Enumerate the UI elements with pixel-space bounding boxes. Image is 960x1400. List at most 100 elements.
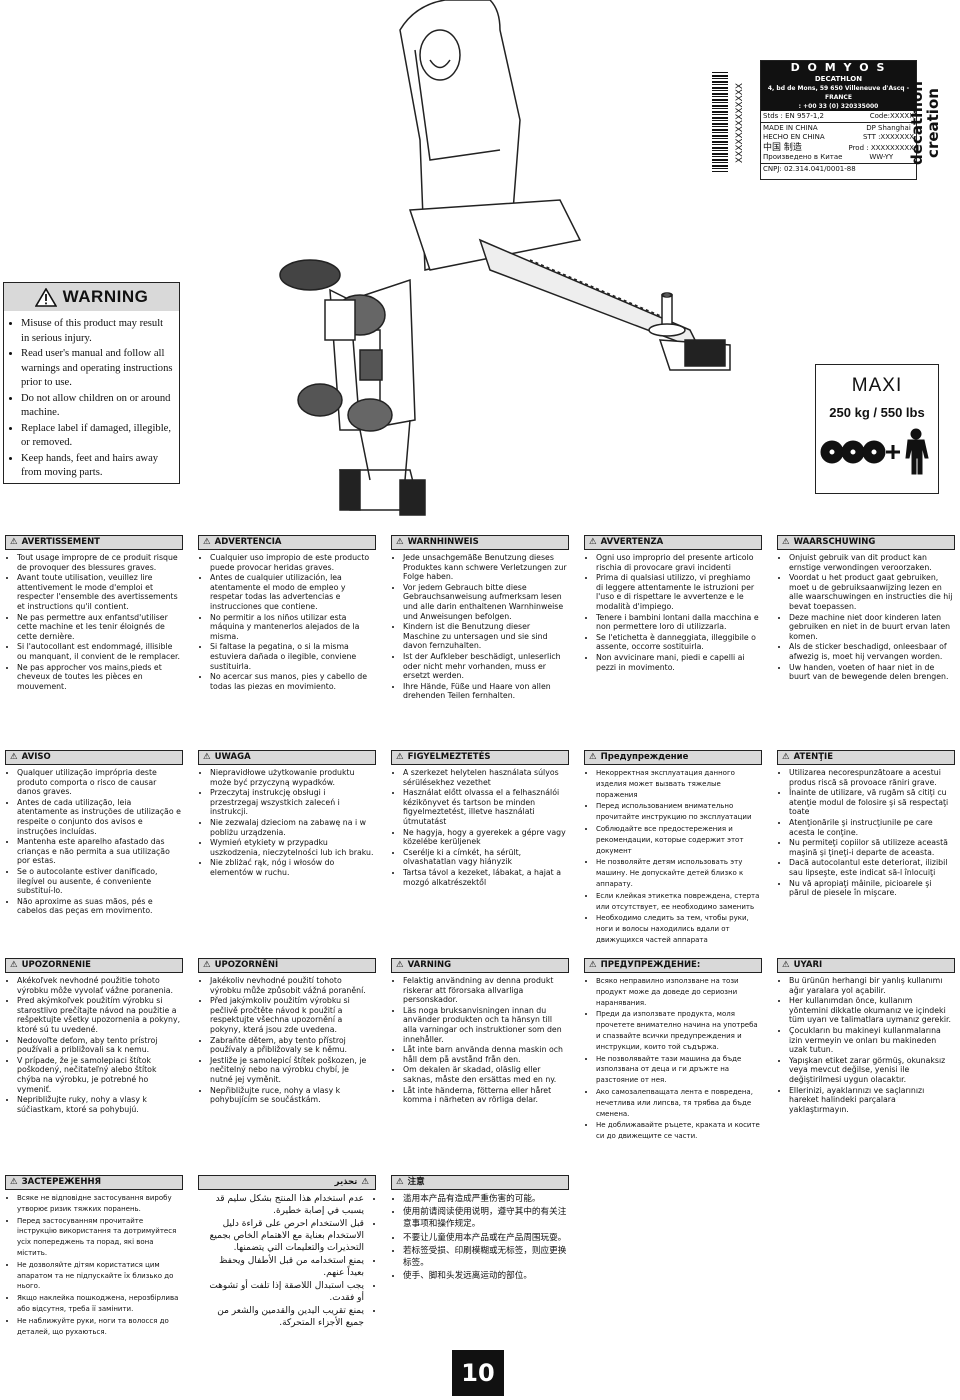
list-item: Onjuist gebruik van dit product kan erns… [789,553,953,572]
section-sk: ⚠UPOZORNENIE Akékoľvek nevhodné použitie… [5,958,183,1115]
list-item: Pred akýmkoľvek použitím výrobku si star… [17,996,181,1034]
list-item: V prípade, že je samolepiaci štítok pošk… [17,1056,181,1094]
section-ro: ⚠ATENŢIE Utilizarea necorespunzătoare a … [777,750,955,899]
warning-triangle-icon: ⚠ [589,960,597,971]
warning-triangle-icon: ⚠ [782,959,790,970]
list-item: Qualquer utilização imprópria deste prod… [17,768,181,797]
section-list: Onjuist gebruik van dit product kan erns… [777,553,955,682]
list-item: Låt inte händerna, fötterna eller håret … [403,1086,567,1105]
warning-triangle-icon: ⚠ [203,536,211,547]
list-item: Si l'autocollant est endommagé, illisibl… [17,642,181,661]
section-title: WARNHINWEIS [407,536,479,547]
list-item: Misuse of this product may result in ser… [21,317,173,346]
list-item: Vor jedem Gebrauch bitte diese Gebrauchs… [403,583,567,621]
list-item: Не наближуйте руки, ноги та волосся до д… [17,1316,181,1338]
section-list: 滥用本产品有造成严重伤害的可能。 使用前请阅读使用说明，遵守其中的有关注意事项和… [391,1193,569,1282]
section-list: Всяке не відповідне застосування виробу … [5,1193,183,1337]
list-item: Om dekalen är skadad, oläslig eller sakn… [403,1065,567,1084]
section-ru: ⚠Предупреждение Некорректная эксплуатаци… [584,750,762,947]
section-pt: ⚠AVISO Qualquer utilização imprópria des… [5,750,183,917]
list-item: Prima di qualsiasi utilizzo, vi preghiam… [596,573,760,611]
section-header: ⚠AVVERTENZA [584,535,762,550]
list-item: Ne pas permettre aux enfantsd'utiliser c… [17,613,181,642]
list-item: Läs noga bruksanvisningen innan du använ… [403,1006,567,1044]
section-header: ⚠UWAGA [198,750,376,765]
list-item: Çocukların bu makineyi kullanmalarına iz… [789,1026,953,1055]
section-list: Всяко неправилно използване на този прод… [584,976,762,1142]
section-header: ⚠VARNING [391,958,569,973]
list-item: Keep hands, feet and hairs away from mov… [21,452,173,481]
section-list: A szerkezet helytelen használata súlyos … [391,768,569,887]
decathlon-logo: decathlon creation [905,72,945,172]
section-title: 注意 [407,1176,425,1187]
section-header: ⚠ADVERTENCIA [198,535,376,550]
list-item: No acercar sus manos, pies y cabello de … [210,672,374,691]
list-item: Låt inte barn använda denna maskin och h… [403,1045,567,1064]
list-item: Akékoľvek nevhodné použitie tohoto výrob… [17,976,181,995]
list-item: Do not allow children on or around machi… [21,392,173,421]
list-item: Преди да използвате продукта, моля проче… [596,1009,760,1052]
section-list: Felaktig användning av denna produkt ris… [391,976,569,1105]
warning-main-title: WARNING [62,287,149,306]
list-item: Yapışkan etiket zarar görmüş, okunaksız … [789,1056,953,1085]
page-number: 10 [452,1350,504,1396]
section-it: ⚠AVVERTENZA Ogni uso improprio del prese… [584,535,762,673]
section-title: ЗАСТЕРЕЖЕННЯ [21,1177,102,1188]
section-header: ⚠UPOZORNENIE [5,958,183,973]
section-list: Tout usage impropre de ce produit risque… [5,553,183,691]
section-list: Ogni uso improprio del presente articolo… [584,553,762,672]
list-item: Nedovoľte deťom, aby tento prístroj použ… [17,1036,181,1055]
list-item: Якщо наклейка пошкоджена, нерозбірлива а… [17,1293,181,1315]
label-company: DECATHLON [761,75,916,84]
section-header: تحذير⚠ [198,1175,376,1190]
list-item: Не позволяйте детям использовать эту маш… [596,857,760,889]
section-header: ⚠注意 [391,1175,569,1190]
product-label: D O M Y O S DECATHLON 4, bd de Mons, 59 … [760,60,917,180]
list-item: Ne hagyja, hogy a gyerekek a gépre vagy … [403,828,567,847]
label-ww: WW-YY [869,153,894,161]
list-item: Bu ürünün herhangi bir yanlış kullanımı … [789,976,953,995]
section-hu: ⚠FIGYELMEZTETÉS A szerkezet helytelen ha… [391,750,569,888]
label-code: Code:XXXXX [869,112,914,120]
list-item: Ne pas approcher vos mains,pieds et chev… [17,663,181,692]
list-item: Niepravidłowe użytkowanie produktu może … [210,768,374,787]
bench-illustration [279,0,731,516]
weights-person-icon [820,428,929,475]
list-item: Перед застосуванням прочитайте інструкці… [17,1216,181,1259]
warning-triangle-icon: ⚠ [589,536,597,547]
section-title: ATENŢIE [793,751,834,762]
list-item: Всяке не відповідне застосування виробу … [17,1193,181,1215]
section-list: Jakékoliv nevhodné použití tohoto výrobk… [198,976,376,1105]
section-header: ⚠ПРЕДУПРЕЖДЕНИЕ: [584,958,762,973]
list-item: A szerkezet helytelen használata súlyos … [403,768,567,787]
warning-triangle-icon: ⚠ [782,751,790,762]
list-item: Antes de cualquier utilización, lea aten… [210,573,374,611]
section-list: Niepravidłowe użytkowanie produktu może … [198,768,376,878]
list-item: Dacă autocolantul este deteriorat, ilizi… [789,858,953,877]
list-item: Avant toute utilisation, veuillez lire a… [17,573,181,611]
list-item: 不要让儿童使用本产品或在产品周围玩耍。 [403,1232,567,1244]
list-item: Nu vă apropiaţi mâinile, picioarele şi p… [789,879,953,898]
section-header: ⚠AVISO [5,750,183,765]
label-stds: Stds : EN 957-1,2 [763,112,824,120]
list-item: Cualquier uso impropio de este producto … [210,553,374,572]
warning-main-list: Misuse of this product may result in ser… [4,317,179,481]
list-item: Před jakýmkoliv použitím výrobku si pečl… [210,996,374,1034]
list-item: Не доближавайте ръцете, краката и косите… [596,1120,760,1142]
list-item: Ellerinizi, ayaklarınızı ve saçlarınızı … [789,1086,953,1115]
list-item: Antes de cada utilização, leia atentamen… [17,798,181,836]
list-item: Ist der Aufkleber beschädigt, unleserlic… [403,652,567,681]
label-row-stds: Stds : EN 957-1,2 Code:XXXXX [761,111,916,123]
list-item: Não aproxime as suas mãos, pés e cabelos… [17,897,181,916]
section-header: ⚠ЗАСТЕРЕЖЕННЯ [5,1175,183,1190]
list-item: Если клейкая этикетка повреждена, стерта… [596,891,760,913]
list-item: Jestliže je samolepicí štítek poškozen, … [210,1056,374,1085]
list-item: Не дозволяйте дітям користатися цим апар… [17,1260,181,1292]
section-list: Cualquier uso impropio de este producto … [198,553,376,691]
section-title: AVVERTENZA [600,536,664,547]
label-brand: D O M Y O S [761,61,916,75]
list-item: Cserélje ki a címkét, ha sérült, olvasha… [403,848,567,867]
section-zh: ⚠注意 滥用本产品有造成严重伤害的可能。 使用前请阅读使用说明，遵守其中的有关注… [391,1175,569,1283]
list-item: Zabraňte dětem, aby tento přístroj použí… [210,1036,374,1055]
section-de: ⚠WARNHINWEIS Jede unsachgemäße Benutzung… [391,535,569,702]
